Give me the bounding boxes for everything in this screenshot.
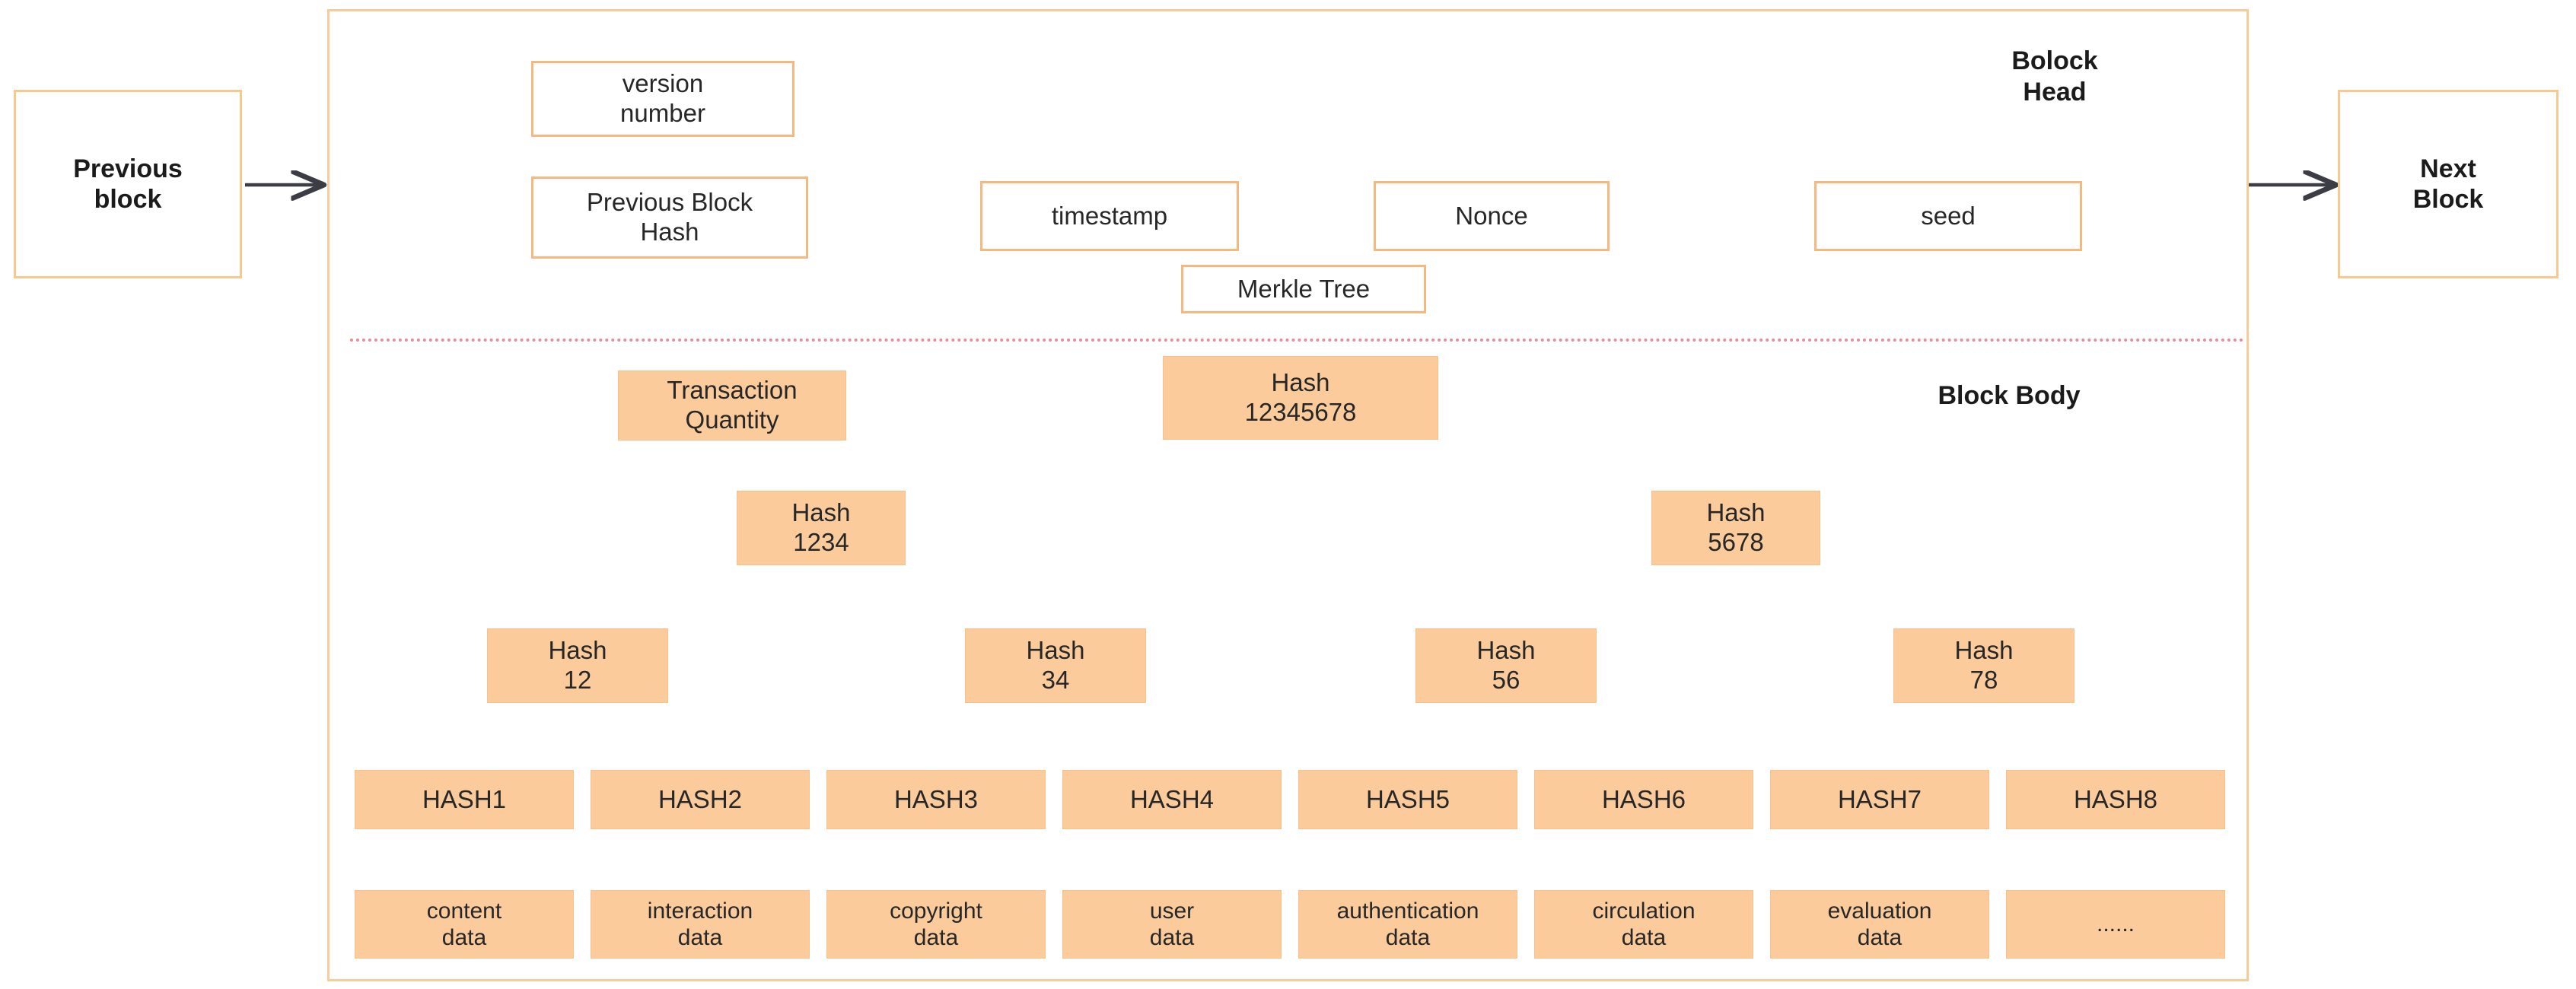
merkle-leaf-hash8[interactable]: HASH8 (2006, 770, 2225, 829)
data-source-ellipsis[interactable]: ...... (2006, 890, 2225, 959)
merkle-leaf-hash1[interactable]: HASH1 (355, 770, 574, 829)
block-head-label: Bolock Head (2011, 46, 2098, 107)
data-source-circulation-data[interactable]: circulation data (1534, 890, 1753, 959)
merkle-node-hash-5678[interactable]: Hash 5678 (1651, 491, 1820, 565)
merkle-leaf-hash5[interactable]: HASH5 (1298, 770, 1517, 829)
current-block-frame (327, 9, 2249, 981)
merkle-leaf-hash3[interactable]: HASH3 (826, 770, 1046, 829)
data-source-copyright-data[interactable]: copyright data (826, 890, 1046, 959)
field-seed[interactable]: seed (1814, 181, 2082, 251)
block-body-label: Block Body (1938, 381, 2081, 410)
data-source-content-data[interactable]: content data (355, 890, 574, 959)
data-source-user-data[interactable]: user data (1062, 890, 1282, 959)
merkle-leaf-hash6[interactable]: HASH6 (1534, 770, 1753, 829)
field-merkle-tree[interactable]: Merkle Tree (1181, 265, 1426, 313)
head-body-divider (350, 339, 2245, 342)
field-timestamp[interactable]: timestamp (980, 181, 1239, 251)
merkle-node-hash-56[interactable]: Hash 56 (1415, 628, 1597, 703)
merkle-leaf-hash7[interactable]: HASH7 (1770, 770, 1989, 829)
merkle-node-hash-1234[interactable]: Hash 1234 (737, 491, 906, 565)
merkle-leaf-hash2[interactable]: HASH2 (591, 770, 810, 829)
data-source-evaluation-data[interactable]: evaluation data (1770, 890, 1989, 959)
data-source-authentication-data[interactable]: authentication data (1298, 890, 1517, 959)
next-block[interactable]: Next Block (2338, 90, 2558, 278)
field-previous-block-hash[interactable]: Previous Block Hash (531, 176, 808, 259)
merkle-node-hash-78[interactable]: Hash 78 (1893, 628, 2074, 703)
merkle-root-hash-12345678[interactable]: Hash 12345678 (1163, 356, 1438, 440)
previous-block[interactable]: Previous block (14, 90, 242, 278)
field-version-number[interactable]: version number (531, 61, 794, 137)
field-transaction-quantity[interactable]: Transaction Quantity (618, 370, 846, 440)
field-nonce[interactable]: Nonce (1374, 181, 1610, 251)
merkle-node-hash-12[interactable]: Hash 12 (487, 628, 668, 703)
merkle-node-hash-34[interactable]: Hash 34 (965, 628, 1146, 703)
merkle-leaf-hash4[interactable]: HASH4 (1062, 770, 1282, 829)
data-source-interaction-data[interactable]: interaction data (591, 890, 810, 959)
